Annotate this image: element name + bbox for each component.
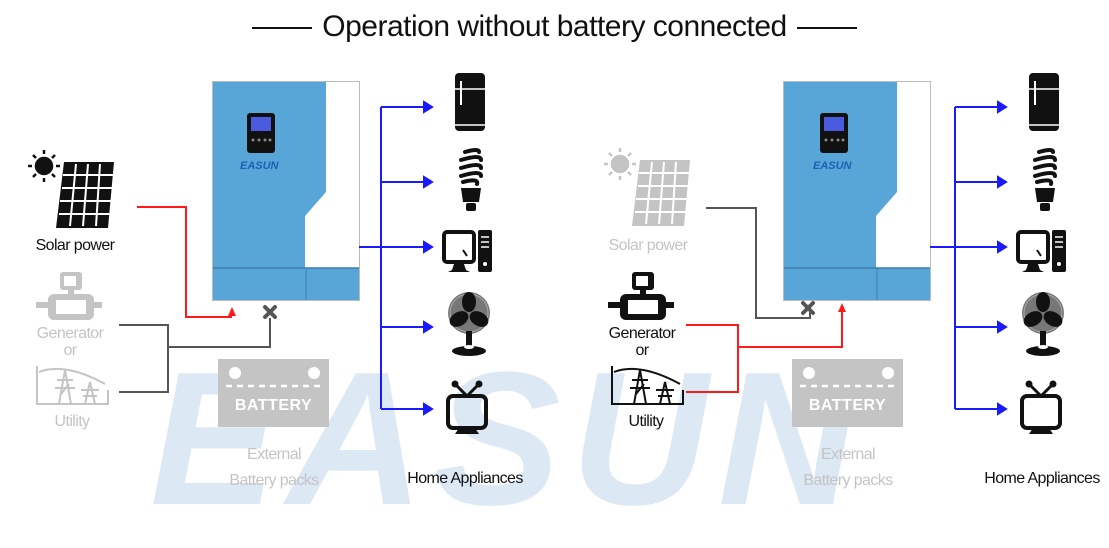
inverter: EASUN xyxy=(783,81,931,301)
title-dash-left xyxy=(252,27,313,30)
solar-input-arrow xyxy=(228,307,236,316)
grid-active-line xyxy=(738,312,843,348)
panel-grid-mode: Solar power Generator or Utility xyxy=(572,0,1109,497)
solar-panel-icon xyxy=(28,150,114,228)
generator-label: Generator xyxy=(608,325,676,342)
generator-icon xyxy=(608,272,674,320)
generator-active-line xyxy=(686,324,739,393)
appliances-label: Home Appliances xyxy=(407,470,523,487)
television-icon xyxy=(446,380,488,434)
panel-solar-mode: Solar power Generator or Utility xyxy=(0,0,555,497)
output-arrows xyxy=(955,100,1008,416)
disconnected-x-icon xyxy=(801,301,815,315)
battery-label: BATTERY xyxy=(808,397,887,414)
battery-caption-line2: Battery packs xyxy=(803,472,893,489)
inverter-logo: EASUN xyxy=(813,160,852,172)
battery-label: BATTERY xyxy=(234,397,313,414)
battery-caption-line1: External xyxy=(821,446,876,463)
appliances-label: Home Appliances xyxy=(984,470,1100,487)
utility-pylon-icon xyxy=(611,366,684,405)
television-icon xyxy=(1020,380,1062,434)
light-bulb-icon xyxy=(1033,148,1057,211)
solar-panel-icon xyxy=(604,148,690,226)
solar-label: Solar power xyxy=(608,237,688,254)
battery-caption-line2: Battery packs xyxy=(229,472,319,489)
battery-terminals xyxy=(800,367,898,388)
refrigerator-icon xyxy=(455,73,485,131)
disconnected-x-icon xyxy=(263,305,277,319)
page-title: Operation without battery connected xyxy=(0,10,1109,44)
light-bulb-icon xyxy=(459,148,483,211)
computer-icon xyxy=(1016,230,1066,272)
inverter-logo: EASUN xyxy=(240,160,279,172)
output-arrows xyxy=(381,100,434,416)
fan-icon xyxy=(1022,292,1064,356)
or-label: or xyxy=(63,342,77,359)
sun-icon xyxy=(28,150,60,182)
refrigerator-icon xyxy=(1029,73,1059,131)
title-text: Operation without battery connected xyxy=(322,10,787,43)
solar-label: Solar power xyxy=(35,237,115,254)
generator-line xyxy=(119,324,169,393)
title-dash-right xyxy=(796,27,857,30)
solar-inactive-line xyxy=(706,207,811,319)
battery: BATTERY xyxy=(792,359,903,427)
battery-caption-line1: External xyxy=(247,446,302,463)
solar-active-line xyxy=(137,206,232,318)
or-label: or xyxy=(635,342,649,359)
battery-terminals xyxy=(226,367,324,388)
generator-icon xyxy=(36,272,102,320)
fan-icon xyxy=(448,292,490,356)
generator-label: Generator xyxy=(36,325,104,342)
battery: BATTERY xyxy=(218,359,329,427)
inverter: EASUN xyxy=(212,81,360,301)
utility-label: Utility xyxy=(628,413,665,430)
grid-inactive-line xyxy=(168,318,271,348)
computer-icon xyxy=(442,230,492,272)
panel2-connections xyxy=(686,100,1008,416)
inverter-body xyxy=(213,82,359,300)
utility-pylon-icon xyxy=(36,366,109,405)
utility-label: Utility xyxy=(54,413,91,430)
grid-input-arrow xyxy=(838,303,846,312)
inverter-body xyxy=(784,82,930,300)
panel1-connections xyxy=(119,100,434,416)
